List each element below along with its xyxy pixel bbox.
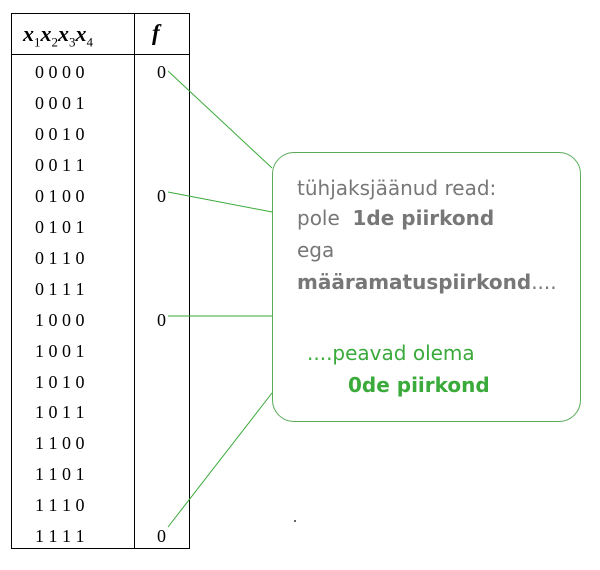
subscript-1: 1: [34, 34, 41, 50]
callout-line-4: määramatuspiirkond....: [297, 270, 557, 294]
callout-line-3: ega: [297, 238, 335, 262]
input-bits: 1 0 0 1: [35, 340, 85, 361]
table-row: 1 1 0 1: [12, 460, 191, 490]
x-var: x: [23, 21, 34, 46]
table-row: 0 0 0 1: [12, 89, 191, 119]
input-bits: 1 0 0 0: [35, 309, 85, 330]
stray-dot: [294, 520, 296, 522]
callout-line-1: tühjaksjäänud read:: [297, 176, 497, 200]
callout-line-2: pole 1de piirkond: [297, 206, 494, 230]
callout-line-4-suffix: ....: [531, 270, 557, 294]
connector-line-2: [167, 191, 273, 213]
subscript-4: 4: [86, 34, 94, 50]
table-row: 1 1 1 0: [12, 491, 191, 521]
connector-line-4: [167, 392, 273, 528]
table-row: 0 0 1 1: [12, 151, 191, 181]
input-bits: 1 0 1 0: [35, 371, 85, 392]
x-var: x: [75, 21, 87, 46]
input-bits: 0 0 0 1: [35, 92, 85, 113]
x-var: x: [58, 21, 69, 46]
table-row: 0 1 0 1: [12, 213, 191, 243]
table-row: 1 0 1 1: [12, 398, 191, 428]
subscript-2: 2: [51, 34, 59, 50]
table-row: 0 0 0 0 0: [12, 58, 191, 88]
header-divider: [12, 54, 189, 55]
input-bits: 0 1 1 0: [35, 247, 85, 268]
table-row: 1 0 1 0: [12, 368, 191, 398]
connector-line-1: [167, 70, 273, 169]
function-value: 0: [157, 309, 166, 330]
input-bits: 1 1 0 1: [35, 464, 85, 485]
input-bits: 1 1 1 0: [35, 495, 85, 516]
callout-line-2-bold: 1de piirkond: [352, 206, 495, 230]
callout-line-6-bold: 0de piirkond: [348, 373, 490, 397]
callout-line-4-bold: määramatuspiirkond: [297, 270, 532, 294]
table-row: 1 1 0 0: [12, 429, 191, 459]
table-row: 0 1 1 1: [12, 275, 191, 305]
table-row: 0 0 1 0: [12, 120, 191, 150]
input-bits: 0 0 0 0: [35, 62, 85, 82]
callout-line-2-prefix: pole: [297, 206, 340, 230]
column-divider: [134, 14, 135, 548]
input-bits: 0 1 0 1: [35, 216, 85, 237]
table-row: 1 0 0 1: [12, 337, 191, 367]
input-bits: 0 0 1 0: [35, 123, 85, 144]
function-header: f: [152, 20, 160, 45]
input-variables-header: x1x2x3x4: [23, 21, 133, 50]
input-bits: 0 1 1 1: [35, 278, 85, 299]
callout-line-5: ....peavad olema: [307, 341, 475, 365]
x-var: x: [40, 21, 52, 46]
table-row: 0 1 1 0: [12, 244, 191, 274]
input-bits: 1 1 1 1: [35, 526, 85, 547]
input-bits: 1 1 0 0: [35, 433, 85, 454]
input-bits: 0 0 1 1: [35, 154, 85, 175]
input-bits: 0 1 0 0: [35, 185, 85, 206]
table-row: 1 1 1 1 0: [12, 522, 191, 552]
subscript-3: 3: [69, 34, 76, 50]
function-value: 0: [157, 62, 166, 82]
input-bits: 1 0 1 1: [35, 402, 85, 423]
callout-line-6: 0de piirkond: [348, 373, 490, 397]
table-row: 1 0 0 0 0: [12, 306, 191, 336]
table-row: 0 1 0 0 0: [12, 182, 191, 212]
callout-box: [272, 152, 581, 422]
function-value: 0: [157, 526, 166, 547]
function-value: 0: [157, 185, 166, 206]
